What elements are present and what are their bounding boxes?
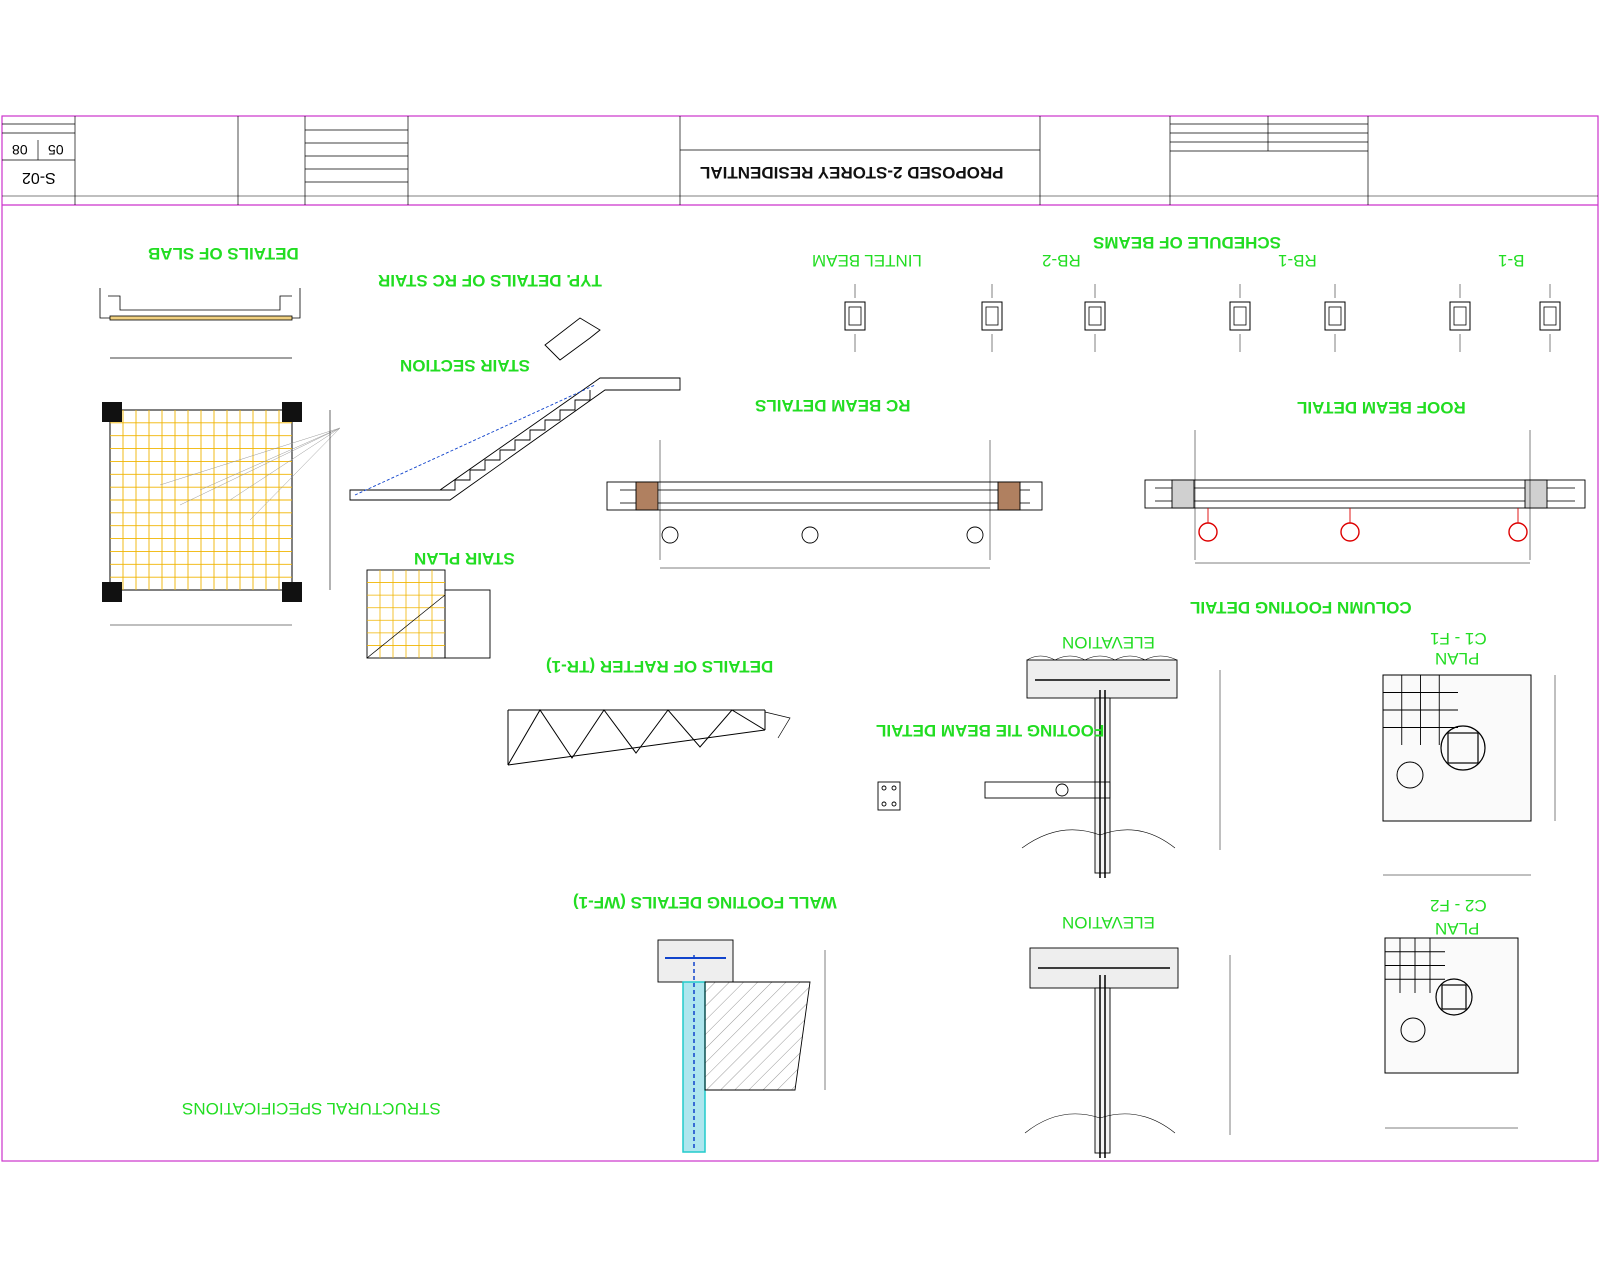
title-block xyxy=(2,116,1369,205)
slab-column xyxy=(282,402,302,422)
title-c2-f2: C2 - F2 xyxy=(1430,896,1487,915)
footing-elevation-2 xyxy=(1024,947,1231,1158)
title-elevation-2: ELEVATION xyxy=(1062,913,1155,932)
project-title: PROPOSED 2-STOREY RESIDENTIAL xyxy=(700,163,1004,182)
title-schedule-of-beams: SCHEDULE OF BEAMS xyxy=(1093,233,1281,252)
beam-stirrup xyxy=(1088,306,1102,326)
title-footing-tie-beam: FOOTING TIE BEAM DETAIL xyxy=(876,721,1105,740)
title-rc-stair: TYP. DETAILS OF RC STAIR xyxy=(378,271,602,290)
beam-stirrup xyxy=(1543,306,1557,326)
rafter-truss xyxy=(507,709,791,766)
sheet-total: 08 xyxy=(12,142,28,158)
wall-footing-wf1 xyxy=(657,939,826,1153)
title-rb2: RB-2 xyxy=(1042,251,1081,270)
beam-stirrup xyxy=(1453,306,1467,326)
sheet-number: S-02 xyxy=(22,169,56,186)
beam-cross-section xyxy=(981,301,1003,331)
title-rb1: RB-1 xyxy=(1278,251,1317,270)
slab-section xyxy=(99,288,301,359)
plan-c1-f1 xyxy=(1382,674,1556,876)
stair-plan-drawing xyxy=(366,569,491,659)
stair-section-drawing xyxy=(349,317,681,501)
beam-cross-section xyxy=(844,301,866,331)
beam-cross-section xyxy=(1449,301,1471,331)
beam-stirrup xyxy=(985,306,999,326)
beam-schedule xyxy=(844,284,1561,352)
beam-cross-section xyxy=(1324,301,1346,331)
title-rafter: DETAILS OF RAFTER (TR-1) xyxy=(546,657,774,676)
slab-column xyxy=(102,402,122,422)
title-column-footing: COLUMN FOOTING DETAIL xyxy=(1190,598,1412,617)
title-details-of-slab: DETAILS OF SLAB xyxy=(148,244,299,263)
slab-column xyxy=(282,582,302,602)
rc-beam-elevation xyxy=(606,440,1043,569)
title-plan-c1: PLAN xyxy=(1435,649,1480,668)
title-stair-section: STAIR SECTION xyxy=(400,356,531,375)
beam-cross-section xyxy=(1229,301,1251,331)
plan-c2-f2 xyxy=(1384,937,1519,1129)
beam-cross-section xyxy=(1539,301,1561,331)
title-roof-beam-detail: ROOF BEAM DETAIL xyxy=(1297,398,1466,417)
title-b1: B-1 xyxy=(1498,251,1525,270)
beam-stirrup xyxy=(1328,306,1342,326)
title-rc-beam-details: RC BEAM DETAILS xyxy=(755,396,911,415)
title-lintel-beam: LINTEL BEAM xyxy=(812,251,922,270)
slab-plan xyxy=(102,402,341,626)
beam-stirrup xyxy=(848,306,862,326)
title-wall-footing: WALL FOOTING DETAILS (WF-1) xyxy=(573,893,837,912)
title-c1-f1: C1 - F1 xyxy=(1430,629,1487,648)
title-structural-specifications: STRUCTURAL SPECIFICATIONS xyxy=(182,1099,441,1118)
beam-cross-section xyxy=(1084,301,1106,331)
sheet-border xyxy=(1,115,1599,1162)
slab-column xyxy=(102,582,122,602)
title-stair-plan: STAIR PLAN xyxy=(414,549,515,568)
sheet-index: 05 xyxy=(48,142,64,158)
title-plan-c2: PLAN xyxy=(1435,919,1480,938)
roof-beam-elevation xyxy=(1144,430,1586,564)
beam-stirrup xyxy=(1233,306,1247,326)
footing-elevation-1 xyxy=(877,655,1221,878)
title-elevation-1: ELEVATION xyxy=(1062,633,1155,652)
